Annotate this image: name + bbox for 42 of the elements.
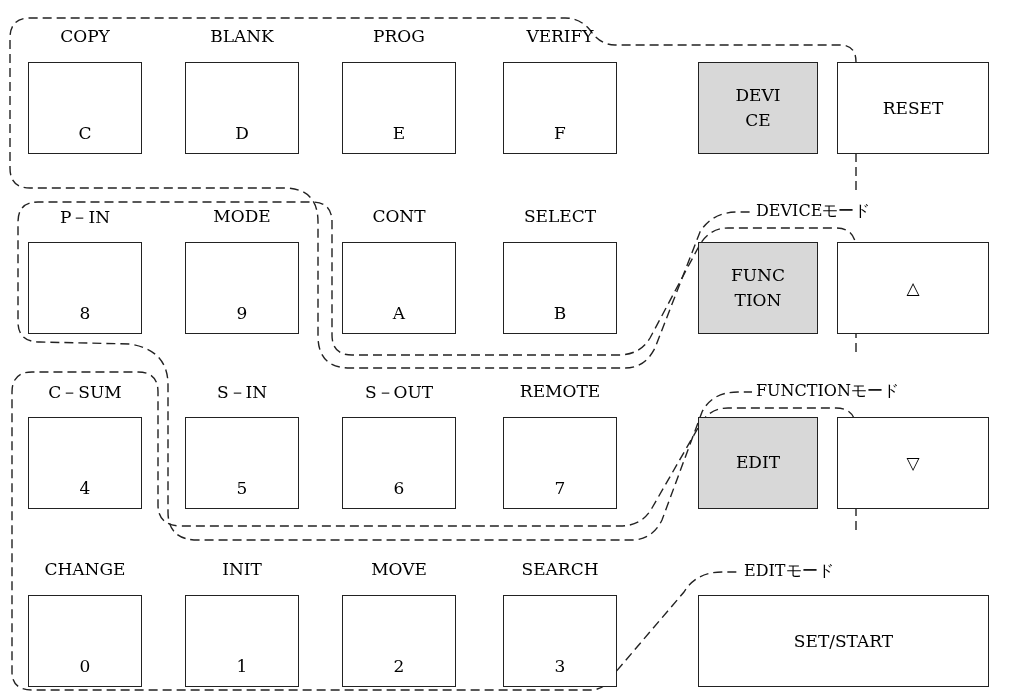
keypad-key: ▽: [837, 417, 989, 509]
keypad-key: A: [342, 242, 456, 334]
keypad-key: 0: [28, 595, 142, 687]
keypad-key: C: [28, 62, 142, 154]
keypad-key: E: [342, 62, 456, 154]
keypad-key: 4: [28, 417, 142, 509]
keypad-key: B: [503, 242, 617, 334]
mode-label: DEVICEモード: [756, 201, 871, 222]
keypad-key: 3: [503, 595, 617, 687]
keypad-key: D: [185, 62, 299, 154]
key-label: REMOTE: [518, 381, 602, 401]
key-label: COPY: [59, 26, 111, 46]
key-label: INIT: [221, 559, 263, 579]
key-label: SELECT: [522, 206, 598, 226]
mode-label: EDITモード: [744, 561, 834, 582]
key-label: SEARCH: [520, 559, 600, 579]
key-label: S－OUT: [363, 381, 435, 404]
keypad-key: 7: [503, 417, 617, 509]
key-label: CHANGE: [43, 559, 127, 579]
key-label: BLANK: [209, 26, 275, 46]
keypad-key: 6: [342, 417, 456, 509]
key-label: MOVE: [370, 559, 428, 579]
mode-label: FUNCTIONモード: [756, 381, 899, 402]
keypad-key: 5: [185, 417, 299, 509]
keypad-key: 2: [342, 595, 456, 687]
mode-key: FUNC TION: [698, 242, 818, 334]
keypad-key: 8: [28, 242, 142, 334]
keypad-key: △: [837, 242, 989, 334]
key-label: CONT: [371, 206, 427, 226]
key-label: S－IN: [215, 381, 269, 404]
key-label: C－SUM: [47, 381, 123, 404]
key-label: P－IN: [59, 206, 111, 229]
keypad-key: SET/START: [698, 595, 989, 687]
keypad-key: 1: [185, 595, 299, 687]
mode-key: DEVI CE: [698, 62, 818, 154]
keypad-key: 9: [185, 242, 299, 334]
key-label: MODE: [212, 206, 272, 226]
keypad-key: F: [503, 62, 617, 154]
keypad-key: RESET: [837, 62, 989, 154]
key-label: VERIFY: [525, 26, 595, 46]
mode-key: EDIT: [698, 417, 818, 509]
key-label: PROG: [372, 26, 426, 46]
